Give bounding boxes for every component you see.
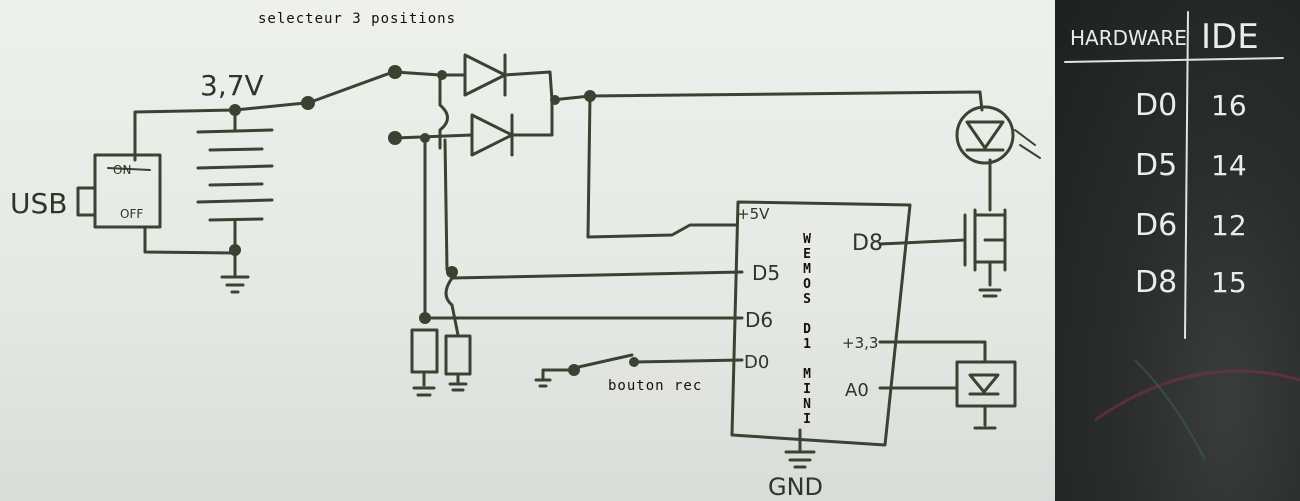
table-cell-hardware: D5 — [1135, 148, 1177, 183]
wire-sense-down — [443, 138, 455, 274]
ground-symbol-r2 — [448, 372, 468, 392]
whiteboard-schematic: 3,7V USB ON OFF +5V D5 D6 D0 D8 +3,3 A0 … — [0, 0, 1055, 501]
node-battery-minus — [229, 244, 241, 256]
table-cell-ide: 12 — [1211, 209, 1247, 242]
table-divider — [1184, 11, 1189, 339]
table-cell-hardware: D6 — [1135, 208, 1177, 243]
ground-symbol-gnd — [784, 428, 816, 469]
label-off: OFF — [120, 207, 143, 221]
diode-2 — [470, 113, 514, 157]
label-d8: D8 — [852, 231, 883, 256]
table-cell-hardware: D8 — [1135, 265, 1177, 300]
led-circle — [955, 105, 1015, 165]
table-cell-hardware: D0 — [1135, 88, 1177, 123]
diode-1 — [463, 53, 507, 97]
wire-vcc — [550, 90, 984, 112]
wire-battery-top — [133, 101, 307, 162]
wire-d5-hop — [444, 276, 460, 337]
ground-button — [534, 368, 574, 388]
node-d6 — [419, 312, 431, 324]
label-d6: D6 — [745, 308, 773, 332]
ground-symbol-r1 — [412, 370, 436, 397]
label-voltage: 3,7V — [200, 69, 264, 102]
label-gnd: GND — [768, 473, 823, 501]
table-header-line — [1064, 57, 1284, 63]
wire-5v — [586, 94, 737, 239]
wire-battery-bottom — [143, 225, 237, 255]
ground-symbol-battery — [220, 275, 250, 294]
wire-33 — [878, 340, 987, 362]
label-selector: selecteur 3 positions — [258, 11, 457, 27]
wire-to-diode1 — [393, 70, 467, 77]
mosfet — [963, 208, 1007, 272]
circuit-drawing: 3,7V USB ON OFF +5V D5 D6 D0 D8 +3,3 A0 … — [10, 53, 1041, 501]
node-pos2 — [420, 133, 430, 143]
usb-charger-module — [93, 153, 162, 229]
ground-symbol-ldr — [973, 404, 997, 430]
table-header-left: HARDWARE — [1070, 26, 1187, 50]
resistor-1 — [410, 328, 439, 374]
wire-d5 — [450, 270, 744, 280]
table-cell-ide: 15 — [1211, 266, 1247, 299]
wemos-outline — [730, 200, 912, 447]
table-header-right: IDE — [1201, 17, 1259, 57]
chalk-smudge-green — [1134, 359, 1206, 461]
battery-cells — [196, 128, 274, 222]
node-d5 — [446, 266, 458, 278]
on-strike — [107, 167, 151, 171]
ldr-symbol — [968, 373, 1000, 396]
resistor-2 — [444, 334, 472, 376]
ground-symbol-mosfet — [978, 260, 1002, 298]
label-a0: A0 — [845, 380, 869, 401]
chalk-smudge-red — [1094, 369, 1300, 422]
led-symbol — [965, 120, 1005, 152]
usb-connector — [76, 186, 97, 217]
ldr-sensor — [955, 360, 1017, 408]
wire-diode2-out — [510, 98, 554, 137]
wire-hop — [438, 73, 449, 150]
table-cell-ide: 14 — [1211, 149, 1247, 182]
label-5v: +5V — [737, 205, 770, 223]
wire-d8 — [878, 238, 967, 246]
wire-d0 — [632, 358, 744, 364]
button-lever — [572, 353, 634, 370]
label-on: ON — [113, 163, 131, 177]
label-33: +3,3 — [842, 334, 878, 352]
selector-lever — [306, 70, 395, 105]
wire-to-diode2 — [393, 133, 474, 140]
wire-diode1-out — [503, 70, 554, 102]
label-d0: D0 — [744, 352, 769, 373]
table-cell-ide: 16 — [1211, 89, 1247, 122]
label-bouton: bouton rec — [608, 378, 703, 394]
led-rays — [1014, 129, 1041, 159]
label-usb: USB — [10, 187, 67, 220]
label-d5: D5 — [752, 261, 780, 285]
